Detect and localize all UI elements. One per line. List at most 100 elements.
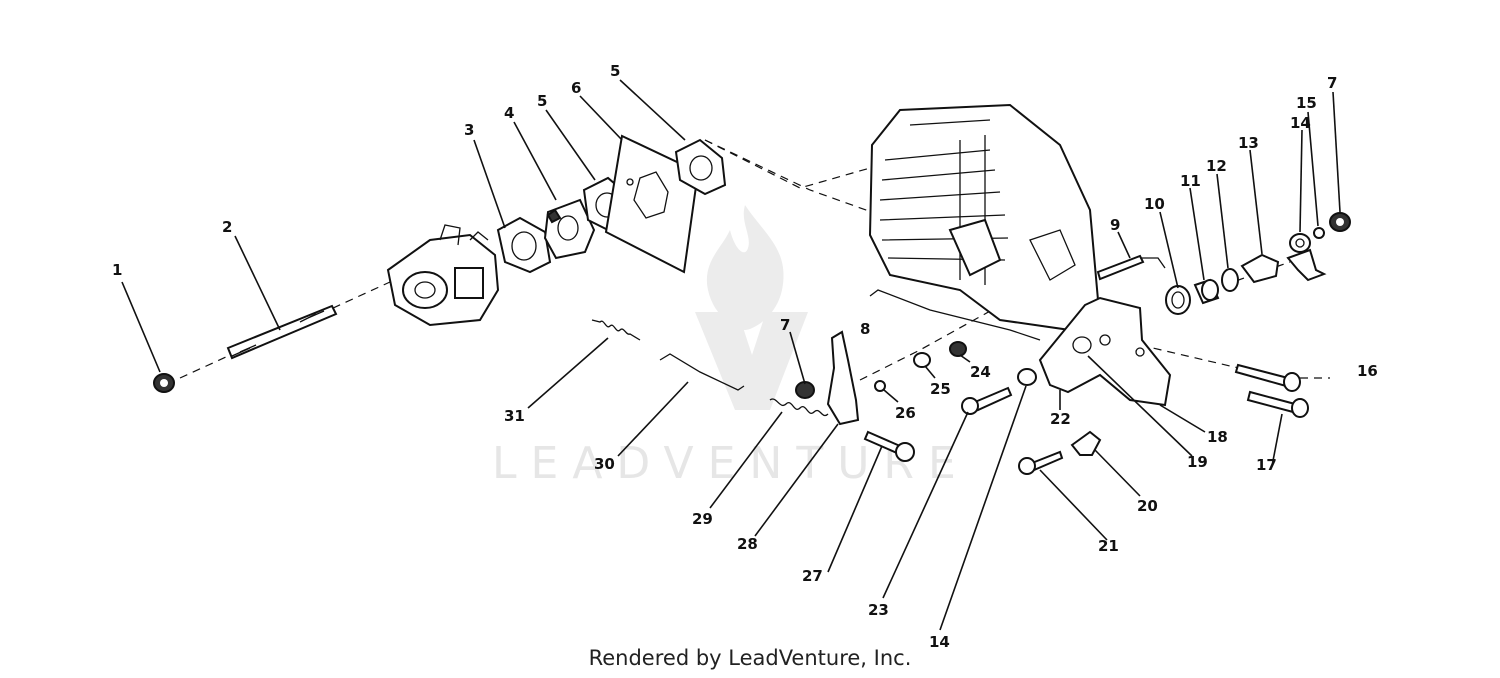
part-washer [1221,268,1239,292]
part-bracket [1286,233,1327,282]
callout-6: 6 [571,79,581,97]
callout-25: 25 [930,380,951,398]
leader-line [939,385,1027,631]
part-lever [1240,253,1280,284]
callout-14: 14 [929,633,950,651]
callout-20: 20 [1137,497,1158,515]
leader-line [882,411,969,599]
callout-19: 19 [1187,453,1208,471]
part-screw [1246,390,1309,418]
callout-10: 10 [1144,195,1165,213]
leader-line [709,411,783,509]
part-nut [795,381,815,399]
leader-line [1332,91,1341,213]
leader-line [1039,469,1108,541]
callout-13: 13 [1238,134,1259,152]
leader-line [121,281,161,373]
part-nut [949,341,967,357]
callout-17: 17 [1256,456,1277,474]
callout-7: 7 [780,316,790,334]
callout-24: 24 [970,363,991,381]
leader-line [1299,129,1303,233]
part-spacer [543,198,596,260]
callout-30: 30 [594,455,615,473]
part-stud [226,304,338,360]
watermark-v-icon [695,312,808,410]
part-clip [1313,227,1325,239]
callout-23: 23 [868,601,889,619]
leader-line [959,354,971,363]
part-bushing [1193,278,1220,305]
leader-line [234,235,281,331]
leader-line [527,337,609,409]
part-spring [769,398,829,417]
part-spring [1165,285,1191,315]
part-carburetor [386,224,500,327]
leader-line [1087,355,1193,457]
callout-7: 7 [1327,74,1337,92]
part-gasket [496,216,552,274]
part-washer [913,352,931,368]
leader-line [1271,413,1283,467]
part-screw [1018,450,1064,475]
callout-5: 5 [610,62,620,80]
part-link [659,353,745,391]
part-nut [153,373,175,393]
leader-line [1249,149,1263,255]
callout-22: 22 [1050,410,1071,428]
part-governor-shaft [1096,254,1145,281]
callout-2: 2 [222,218,232,236]
leader-line [1159,211,1179,289]
callout-29: 29 [692,510,713,528]
watermark-flame-icon [706,205,784,330]
callout-16: 16 [1357,362,1378,380]
leader-line [924,365,936,379]
callout-15: 15 [1296,94,1317,112]
leader-line [619,79,686,141]
part-washer [1017,368,1037,386]
callout-26: 26 [895,404,916,422]
callout-11: 11 [1180,172,1201,190]
callout-27: 27 [802,567,823,585]
watermark: LEADVENTURE [492,205,970,489]
leader-line [1189,187,1205,281]
part-shaft-end [1140,257,1166,269]
part-gasket [674,138,727,196]
credit-text: Rendered by LeadVenture, Inc. [589,646,912,670]
part-bolt [961,386,1013,415]
part-heat-shield [604,134,700,274]
part-nut [1329,212,1351,232]
parts [153,103,1351,475]
leader-line [827,445,883,573]
part-screw [1234,363,1301,392]
leader-line [545,109,596,181]
leader-line [1216,173,1229,269]
leader-line [754,423,839,537]
leader-line [789,331,806,385]
callout-1: 1 [112,261,122,279]
callout-12: 12 [1206,157,1227,175]
callout-8: 8 [860,320,870,338]
callouts: 1 2 3 4 5 6 5 7 8 9 10 11 12 13 14 15 7 … [112,62,1378,651]
callout-3: 3 [464,121,474,139]
leader-line [883,389,899,403]
part-link [869,289,1041,341]
callout-31: 31 [504,407,525,425]
watermark-text: LEADVENTURE [492,438,970,489]
part-governor-arm [826,330,860,426]
leader-line [513,121,557,201]
part-clamp [1070,430,1102,456]
leader-line [1117,231,1131,259]
callout-18: 18 [1207,428,1228,446]
leader-line [617,381,689,457]
callout-14: 14 [1290,114,1311,132]
leader-line [579,95,623,141]
part-governor-plate [1038,296,1172,407]
assembly-line [704,139,871,189]
callout-5: 5 [537,92,547,110]
part-washer [874,380,886,392]
part-engine-block [868,103,1100,332]
part-spring [591,319,641,341]
callout-21: 21 [1098,537,1119,555]
callout-9: 9 [1110,216,1120,234]
